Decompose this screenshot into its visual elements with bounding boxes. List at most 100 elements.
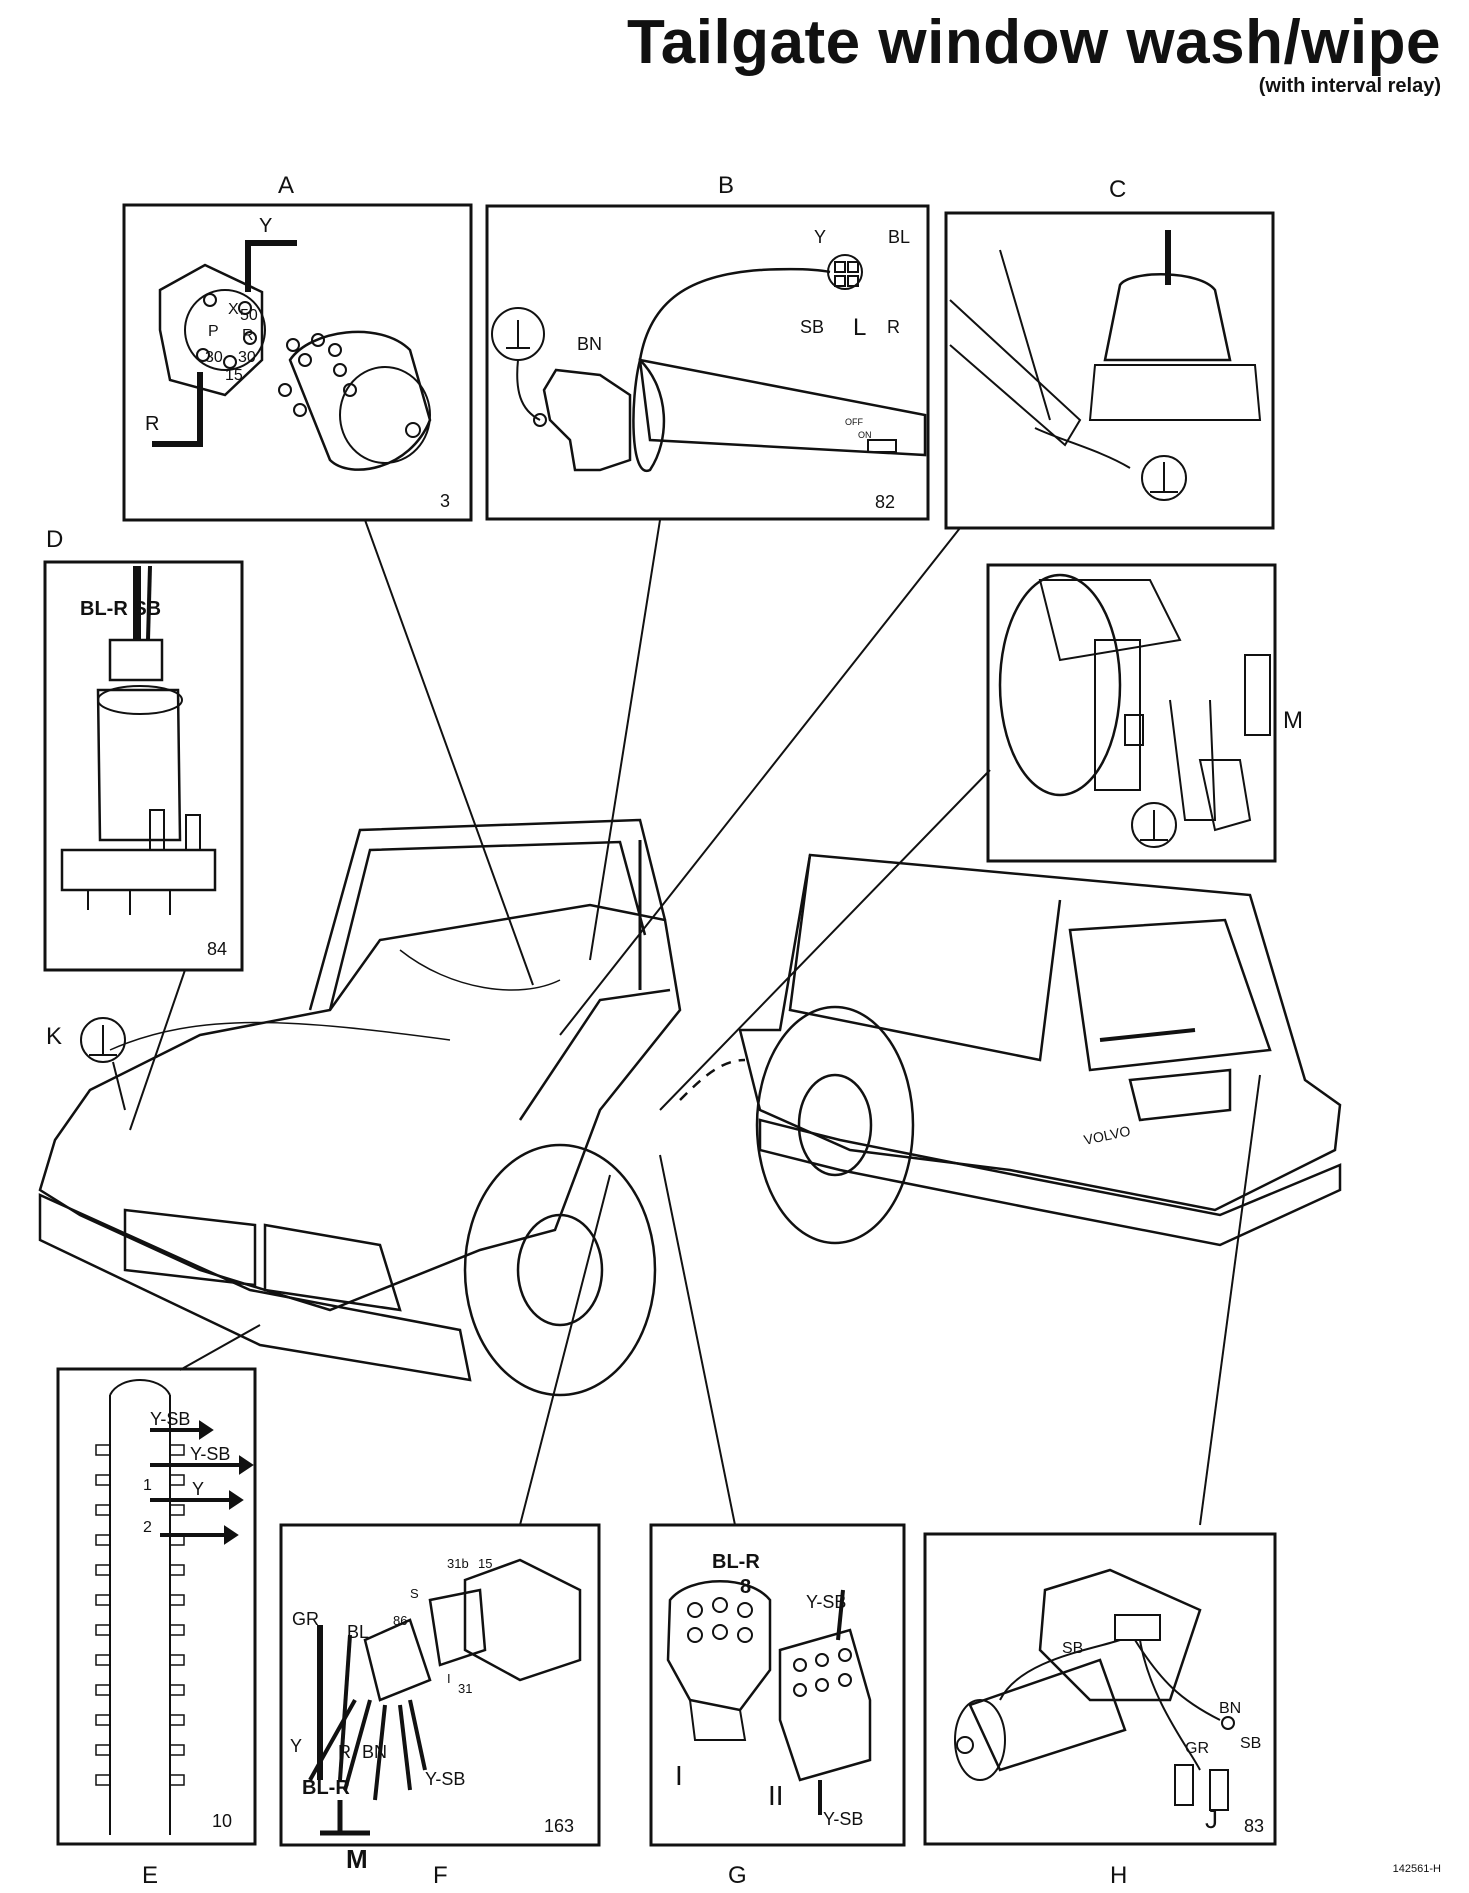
pin-number: 8: [740, 1576, 751, 1598]
panel-e: E: [56, 1367, 257, 1889]
connector-label-i: I: [675, 1760, 683, 1791]
washer-pump-illustration: [60, 565, 217, 915]
panel-h-frame: [923, 1532, 1277, 1846]
terminal-label: 31: [458, 1681, 472, 1696]
panel-b-frame: [485, 204, 930, 521]
wire-label-bn: BN: [577, 334, 602, 354]
panel-d: D BL-R SB 84: [43, 526, 244, 972]
panel-b-letter: B: [718, 172, 734, 199]
terminal-label: 86: [393, 1613, 407, 1628]
terminal-label: P: [208, 323, 219, 340]
page-ref: 82: [875, 492, 895, 512]
wire-label-sb: SB: [1240, 1735, 1261, 1752]
panel-c-letter: C: [1109, 176, 1126, 203]
wire-label-sb: SB: [1062, 1640, 1083, 1657]
wire-label-bl: BL: [347, 1622, 369, 1642]
wire-label-bl-r: BL-R: [712, 1551, 760, 1573]
wire-label-y-sb: Y-SB: [425, 1769, 465, 1789]
panel-a-frame: [122, 203, 473, 522]
terminal-label: S: [410, 1586, 419, 1601]
wire-label-gr: GR: [1185, 1740, 1209, 1757]
page-ref: 84: [207, 939, 227, 959]
panel-f-frame: [279, 1523, 601, 1847]
panel-e-frame: [56, 1367, 257, 1846]
panel-k-letter: K: [46, 1023, 62, 1050]
switch-on-label: ON: [858, 430, 872, 440]
terminal-label: 31b: [447, 1556, 469, 1571]
terminal-label: 30: [205, 349, 223, 366]
wire-label-pair: BL-R SB: [80, 598, 161, 620]
wire-label-y: Y: [290, 1736, 302, 1756]
panel-g-letter: G: [728, 1862, 747, 1889]
wire-label-y: Y: [192, 1479, 204, 1499]
panel-d-frame: [43, 560, 244, 972]
relay-connectors-illustration: [666, 1580, 872, 1815]
wiper-motor-illustration: [954, 1568, 1235, 1811]
car-badge: VOLVO: [1082, 1122, 1132, 1147]
page-ref: 10: [212, 1811, 232, 1831]
terminal-label: I: [447, 1671, 451, 1686]
connector-label-ii: II: [768, 1780, 784, 1811]
plug-label: J: [1205, 1804, 1218, 1834]
panel-a: A Y R X 50 P R 30 30: [122, 172, 473, 522]
panel-g: G BL-R 8 Y-SB I II Y-SB: [649, 1523, 906, 1889]
wiper-stalk-illustration: [491, 254, 927, 472]
terminal-label: 30: [238, 349, 256, 366]
shift-lever-illustration: [949, 230, 1262, 501]
panel-c-frame: [944, 211, 1275, 530]
panel-h: H SB BN GR SB J 83: [923, 1532, 1277, 1889]
wire-label-y-sb: Y-SB: [190, 1444, 230, 1464]
switch-off-label: OFF: [845, 417, 863, 427]
ground-symbol-icon: [80, 1017, 126, 1063]
wire-label-bl-r: BL-R: [302, 1777, 350, 1799]
wire-label-gr: GR: [292, 1609, 319, 1629]
wire-label-bl: BL: [888, 227, 910, 247]
terminal-label: 15: [225, 367, 243, 384]
car-front-illustration: [38, 818, 682, 1397]
ground-label: L: [853, 314, 866, 341]
connector-strip-illustration: [95, 1379, 254, 1835]
panel-d-letter: D: [46, 526, 63, 553]
panel-f: F GR BL Y R BN Y-SB BL-R M: [279, 1523, 601, 1889]
wire-label-bn: BN: [362, 1742, 387, 1762]
page-ref: 3: [440, 491, 450, 511]
terminal-label: 50: [240, 307, 258, 324]
pin-label: 2: [143, 1519, 152, 1536]
ground-label: M: [346, 1844, 368, 1874]
wire-label-y-sb: Y-SB: [823, 1809, 863, 1829]
wire-label-y: Y: [814, 227, 826, 247]
wire-label-y-sb: Y-SB: [150, 1409, 190, 1429]
panel-c: C: [944, 176, 1275, 530]
wire-label-y: Y: [259, 215, 272, 237]
wire-label-sb: SB: [800, 317, 824, 337]
title-block: Tailgate window wash/wipe (with interval…: [627, 10, 1441, 98]
ground-symbol-icon: [1131, 802, 1177, 848]
wire-label-r: R: [338, 1742, 351, 1762]
panel-h-letter: H: [1110, 1862, 1127, 1889]
reference-code: 142561-H: [1392, 1863, 1441, 1875]
panel-f-letter: F: [433, 1862, 448, 1889]
page-subtitle: (with interval relay): [1258, 75, 1441, 98]
panel-m-frame: [986, 563, 1277, 863]
panel-b: B Y BL SB L R BN OFF ON: [485, 172, 930, 521]
interval-relay-illustration: [308, 1558, 582, 1836]
terminal-label: 15: [478, 1556, 492, 1571]
pin-label: 1: [143, 1477, 152, 1494]
dashboard-illustration: [998, 573, 1271, 848]
panel-k: K: [46, 1017, 126, 1111]
wire-label-bn: BN: [1219, 1700, 1241, 1717]
panel-m: M: [986, 563, 1303, 863]
car-rear-illustration: [679, 853, 1342, 1247]
page-title: Tailgate window wash/wipe: [626, 8, 1441, 77]
page-ref: 163: [544, 1816, 574, 1836]
wire-label-r: R: [145, 413, 159, 435]
panel-e-letter: E: [142, 1862, 158, 1889]
page-ref: 83: [1244, 1816, 1264, 1836]
panel-a-letter: A: [278, 172, 294, 199]
wire-label-y-sb: Y-SB: [806, 1592, 846, 1612]
ignition-switch-illustration: [152, 240, 432, 471]
terminal-label: R: [242, 327, 254, 344]
ground-symbol-icon: [1141, 455, 1187, 501]
terminal-label: X: [228, 301, 239, 318]
